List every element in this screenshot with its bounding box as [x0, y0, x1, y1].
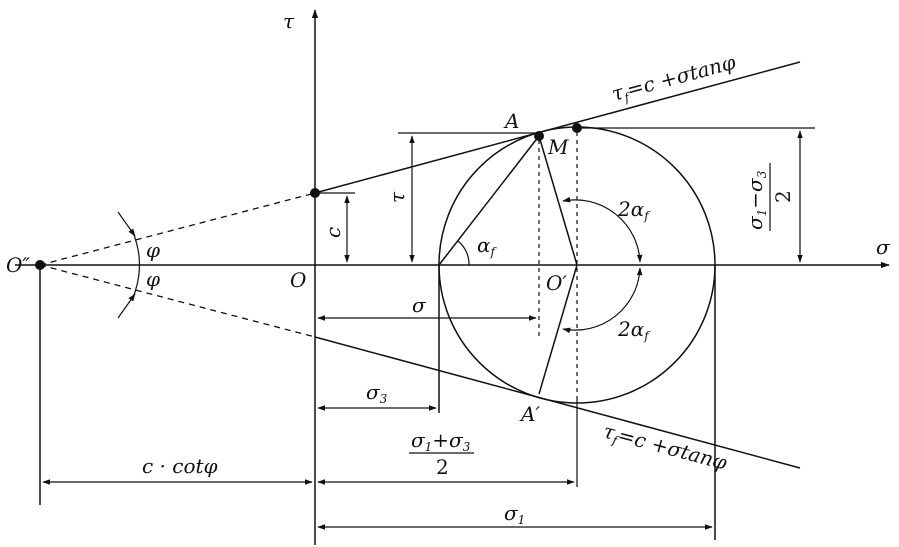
point-A-label: A — [503, 109, 519, 133]
phi-lower-label: φ — [146, 267, 160, 291]
alpha-label: αf — [477, 233, 498, 259]
point-A-dot — [534, 131, 544, 141]
center-label: O′ — [546, 271, 567, 295]
point-M-label: M — [547, 135, 569, 159]
lower-envelope-extension — [39, 264, 316, 338]
point-cohesion — [310, 188, 320, 198]
two-alpha-upper-label: 2αf — [617, 197, 651, 223]
point-A-prime-label: A′ — [519, 402, 540, 426]
upper-envelope-extension — [39, 192, 316, 266]
sigma3-label: σ3 — [366, 380, 388, 406]
alpha-angle-arc — [457, 240, 470, 266]
two-alpha-upper-arc — [562, 196, 643, 263]
lower-envelope-line — [314, 336, 801, 469]
tau-axis-label: τ — [283, 9, 295, 33]
ccot-label: c · cotφ — [142, 454, 218, 478]
upper-envelope-line — [314, 61, 801, 194]
chord-sigma3-A — [438, 135, 540, 266]
sigma-axis-label: σ — [876, 235, 891, 259]
mean-denominator: 2 — [436, 455, 449, 479]
phi-arrow-upper — [117, 211, 136, 237]
two-alpha-lower-arc — [562, 267, 643, 334]
lower-envelope-label: τf=c +σtanφ — [600, 419, 730, 477]
phi-arrow-lower — [117, 293, 136, 319]
point-pole-dot — [35, 260, 45, 270]
sigma-dim-label: σ — [412, 293, 427, 317]
radius-numerator: σ1−σ3 — [743, 170, 769, 230]
mean-numerator: σ1+σ3 — [411, 428, 471, 454]
radius-denominator: 2 — [771, 190, 795, 203]
two-alpha-lower-label: 2αf — [617, 317, 651, 343]
upper-envelope-label: τf=c +σtanφ — [609, 50, 739, 108]
sigma1-label: σ1 — [504, 501, 525, 527]
origin-label: O — [290, 268, 306, 292]
cohesion-label: c — [321, 227, 345, 238]
point-circle-top — [572, 123, 582, 133]
tau-dim-label: τ — [385, 191, 409, 203]
phi-upper-label: φ — [146, 238, 160, 262]
pole-label: O″ — [6, 253, 30, 277]
radius-fraction: σ1−σ3 2 — [743, 163, 795, 231]
